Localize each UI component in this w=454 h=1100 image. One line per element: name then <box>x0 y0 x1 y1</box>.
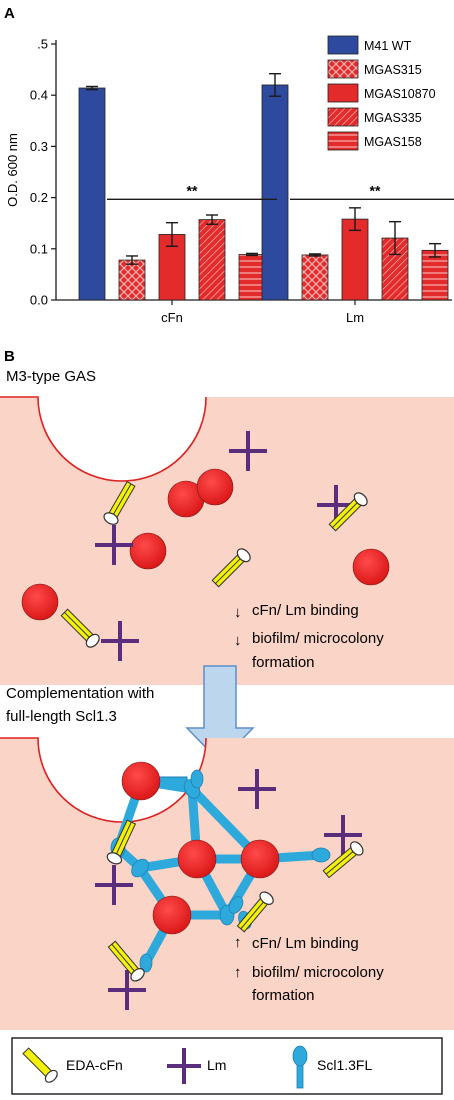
top-note-line-2: biofilm/ microcolony <box>252 630 384 647</box>
host-surface-top <box>0 396 454 685</box>
bar-cFn-1 <box>118 259 146 301</box>
legend-label: M41 WT <box>364 39 412 53</box>
bottom-note-arrow-2: ↑ <box>234 964 242 981</box>
significance-label: ** <box>370 182 381 198</box>
legend-swatch <box>327 83 359 103</box>
legend-label: MGAS158 <box>364 135 422 149</box>
bar-cFn-2 <box>158 234 186 301</box>
bar-Lm-0 <box>261 84 289 301</box>
legend-label: MGAS10870 <box>364 87 436 101</box>
complementation-line-1: Complementation with <box>6 685 154 702</box>
top-note: ↓ cFn/ Lm binding ↓ biofilm/ microcolony… <box>234 602 384 671</box>
significance-label: ** <box>187 182 198 198</box>
y-tick-label: 0.2 <box>30 190 48 205</box>
bottom-note-line-1: cFn/ Lm binding <box>252 935 359 952</box>
bacterium-single-right <box>352 548 390 586</box>
scl-lollipop-icon <box>292 1045 308 1089</box>
y-tick-label: 0.3 <box>30 139 48 154</box>
y-tick-label: .5 <box>37 37 48 52</box>
bottom-note-arrow-1: ↑ <box>234 934 242 951</box>
complementation-line-2: full-length Scl1.3 <box>6 708 117 725</box>
panel-b-legend: EDA-cFn Lm Scl1.3FL <box>11 1037 443 1095</box>
legend-swatch <box>327 35 359 55</box>
eda-cfn-icon <box>22 1047 58 1083</box>
significance-marks: ** ** <box>107 182 454 201</box>
legend-label-eda-cfn: EDA-cFn <box>66 1057 123 1073</box>
panel-a-label: A <box>4 5 15 22</box>
y-tick-label: 0.1 <box>30 241 48 256</box>
bacterium-chain-top <box>129 468 234 570</box>
y-tick-label: 0.0 <box>30 293 48 308</box>
bar-cFn-0 <box>78 87 106 301</box>
bar-chart: 0.0 0.1 0.2 0.3 0.4 .5 cFn Lm ** ** O.D. 600 nm… <box>5 35 454 325</box>
bar-cFn-3 <box>198 219 226 301</box>
host-surface-bottom <box>0 737 454 1030</box>
bottom-note-line-2: biofilm/ microcolony <box>252 964 384 981</box>
bacterium-single-left <box>21 583 59 621</box>
bottom-note-line-3: formation <box>252 987 315 1004</box>
top-note-line-3: formation <box>252 654 315 671</box>
bar-Lm-2 <box>341 218 369 301</box>
legend-label: MGAS335 <box>364 111 422 125</box>
legend-swatch <box>327 107 359 127</box>
x-category-label: Lm <box>346 310 364 325</box>
y-ticks: 0.0 0.1 0.2 0.3 0.4 .5 <box>30 37 56 308</box>
legend-swatch <box>327 59 359 79</box>
legend-label-lm: Lm <box>207 1057 226 1073</box>
top-note-arrow-1: ↓ <box>234 604 242 621</box>
laminin-cross-icon <box>167 1048 201 1084</box>
y-axis-title: O.D. 600 nm <box>5 133 20 207</box>
bar-Lm-1 <box>301 254 329 301</box>
legend-label: MGAS315 <box>364 63 422 77</box>
error-bars <box>86 72 441 265</box>
bars <box>78 84 449 301</box>
top-note-line-1: cFn/ Lm binding <box>252 602 359 619</box>
bar-cFn-4 <box>238 254 266 301</box>
panel-b-label: B <box>4 348 15 365</box>
x-category-label: cFn <box>161 310 183 325</box>
host-title: M3-type GAS <box>6 368 96 385</box>
legend-swatch <box>327 131 359 151</box>
y-tick-label: 0.4 <box>30 88 48 103</box>
bottom-note: ↑ cFn/ Lm binding ↑ biofilm/ microcolony… <box>234 934 384 1004</box>
legend-label-scl: Scl1.3FL <box>317 1057 372 1073</box>
top-note-arrow-2: ↓ <box>234 632 242 649</box>
x-categories: cFn Lm <box>161 300 364 325</box>
bar-Lm-4 <box>421 249 449 301</box>
